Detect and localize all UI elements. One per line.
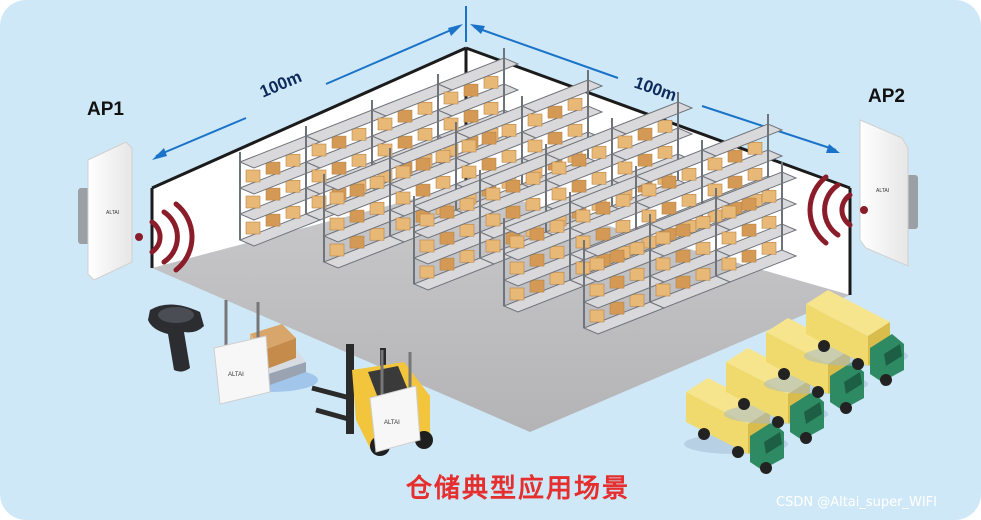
altai-client-device-1: ALTAI bbox=[213, 300, 271, 405]
left-wall bbox=[152, 48, 466, 268]
barcode-scanner-icon bbox=[148, 304, 204, 372]
ap1-label: AP1 bbox=[87, 99, 124, 120]
truck-fleet bbox=[684, 290, 908, 474]
ap2-signal-icon bbox=[807, 174, 868, 246]
ap2-brand-logo: ALTAI bbox=[876, 188, 889, 194]
client2-brand-logo: ALTAI bbox=[384, 420, 400, 426]
dimension-line-left bbox=[152, 24, 463, 160]
ap2-label: AP2 bbox=[868, 86, 905, 107]
altai-client-device-2: ALTAI bbox=[369, 350, 421, 453]
diagram-caption: 仓储典型应用场景 bbox=[406, 474, 631, 504]
truck-icon bbox=[804, 290, 908, 386]
csdn-watermark: CSDN @Altai_super_WIFI bbox=[776, 495, 937, 510]
ap1-device: ALTAI bbox=[78, 141, 133, 281]
ap2-device: ALTAI bbox=[859, 119, 918, 267]
shelf-rack-row bbox=[582, 162, 798, 335]
ap1-signal-icon bbox=[135, 201, 195, 273]
client1-brand-logo: ALTAI bbox=[228, 372, 244, 378]
ap1-brand-logo: ALTAI bbox=[106, 210, 119, 216]
shelving-racks bbox=[238, 48, 798, 335]
